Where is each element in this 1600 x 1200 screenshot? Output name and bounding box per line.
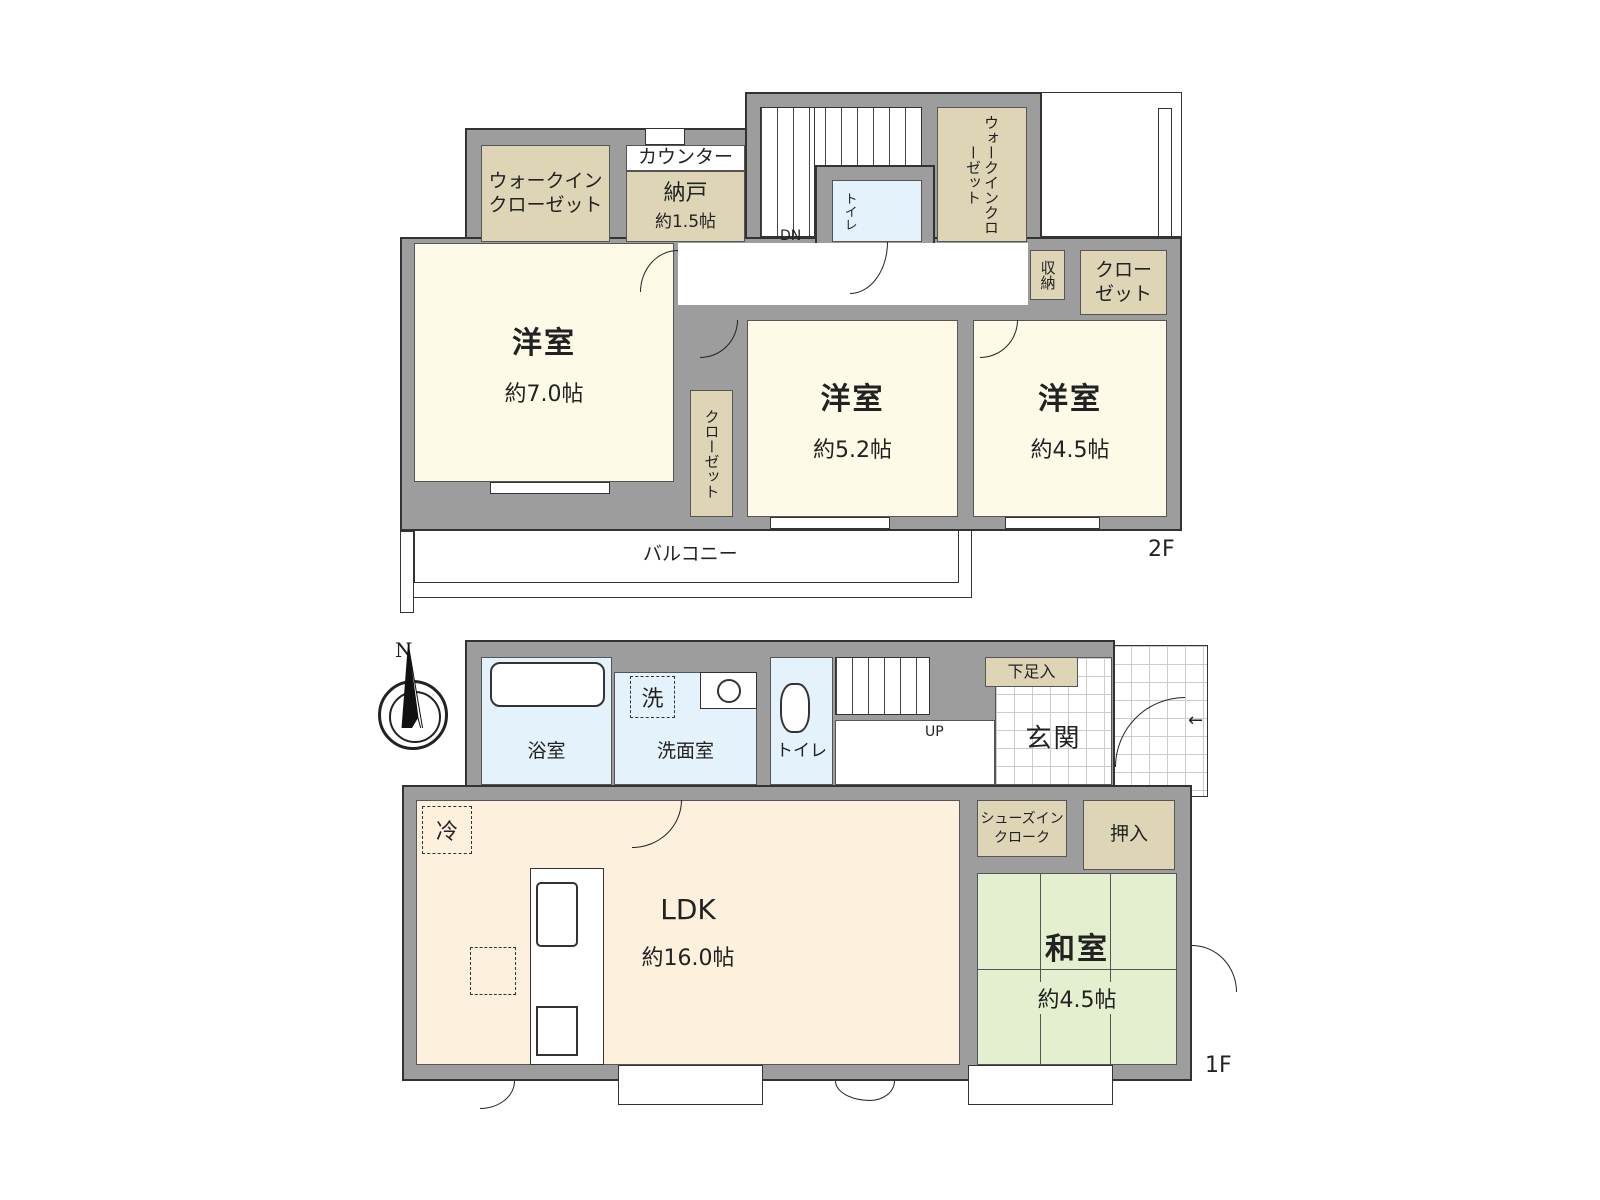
fridge-space: 冷 xyxy=(422,806,472,854)
fridge-label: 冷 xyxy=(435,820,458,845)
porch xyxy=(1112,645,1208,797)
ldk: LDK 約16.0帖 xyxy=(416,800,960,1065)
shoe-box: 下足入 xyxy=(985,657,1078,687)
western-room-45-area: 約4.5帖 xyxy=(1030,437,1110,463)
ldk-name: LDK xyxy=(660,893,716,926)
door-exterior[interactable] xyxy=(870,1081,895,1101)
stairs-up-label: UP xyxy=(925,724,944,740)
washroom-label: 洗面室 xyxy=(656,740,714,763)
western-room-52-area: 約5.2帖 xyxy=(813,437,892,463)
toilet-1f-label: トイレ xyxy=(776,740,827,761)
ldk-area: 約16.0帖 xyxy=(641,946,735,971)
closet-2f-label: クロー ゼット xyxy=(1094,258,1152,305)
entrance-label: 玄関 xyxy=(1025,723,1082,754)
storage-area: 約1.5帖 xyxy=(654,212,717,233)
japanese-room-name: 和室 xyxy=(1045,924,1109,968)
shuno-label: 収納 xyxy=(1038,260,1057,290)
door-washitsu[interactable] xyxy=(1192,945,1237,992)
western-room-45: 洋室 約4.5帖 xyxy=(973,320,1167,517)
shuno: 収納 xyxy=(1030,250,1065,300)
stairs-dn-label: DN xyxy=(780,228,802,244)
stove-icon xyxy=(536,1006,578,1056)
balcony-inner xyxy=(414,531,959,583)
window xyxy=(645,128,685,145)
counter-label: カウンター xyxy=(637,146,733,169)
hallway-2f xyxy=(678,243,1028,305)
window xyxy=(1005,517,1100,529)
washer-label: 洗 xyxy=(641,687,664,712)
window xyxy=(770,517,890,529)
washing-machine-space: 洗 xyxy=(630,676,675,718)
compass-icon xyxy=(378,642,448,750)
western-room-45-name: 洋室 xyxy=(1038,381,1102,417)
closet-vertical: クローゼット xyxy=(690,390,733,517)
staircase-1f xyxy=(835,657,930,715)
toilet-2f: トイレ xyxy=(832,180,922,242)
walk-in-closet-left: ウォークイン クローゼット xyxy=(481,145,610,242)
rail xyxy=(1158,108,1172,237)
compass-needle-icon xyxy=(401,642,424,728)
door-exterior[interactable] xyxy=(480,1081,515,1109)
counter: カウンター xyxy=(626,145,745,171)
oshiire: 押入 xyxy=(1083,800,1175,870)
oshiire-label: 押入 xyxy=(1109,823,1148,846)
window xyxy=(490,482,610,494)
walk-in-closet-right: ウォークインクローゼット xyxy=(937,107,1027,242)
western-room-52: 洋室 約5.2帖 xyxy=(747,320,958,517)
western-room-7-area: 約7.0帖 xyxy=(504,381,584,407)
entry-arrow-icon: ← xyxy=(1188,710,1204,731)
wic-right-label: ウォークインクローゼット xyxy=(964,114,1000,235)
japanese-room-area: 約4.5帖 xyxy=(1037,982,1117,1014)
toilet-2f-label: トイレ xyxy=(841,191,857,231)
storage-room: 納戸 約1.5帖 xyxy=(626,171,745,242)
hallway-1f xyxy=(835,720,995,785)
appliance-space xyxy=(470,947,516,995)
floor-2f-label: 2F xyxy=(1148,537,1175,562)
storage-name: 納戸 xyxy=(663,180,708,206)
sink-icon xyxy=(700,672,757,709)
closet-2f: クロー ゼット xyxy=(1080,250,1167,315)
window-bay xyxy=(618,1065,763,1105)
wic-left-label: ウォークイン クローゼット xyxy=(488,169,603,216)
shoe-in-cloak: シューズイン クローク xyxy=(977,800,1067,857)
shoe-in-cloak-label: シューズイン クローク xyxy=(980,811,1064,846)
floor-1f-label: 1F xyxy=(1205,1053,1232,1078)
shoe-box-label: 下足入 xyxy=(1007,661,1056,681)
staircase-2f-landing xyxy=(760,107,815,237)
japanese-room: 和室 約4.5帖 xyxy=(977,873,1177,1065)
western-room-7: 洋室 約7.0帖 xyxy=(414,243,674,482)
balcony xyxy=(400,531,972,598)
bathroom-label: 浴室 xyxy=(527,740,566,763)
closet-vertical-label: クローゼット xyxy=(702,408,721,499)
bathtub-icon xyxy=(490,662,605,707)
door-exterior[interactable] xyxy=(835,1081,870,1101)
balcony-label: バルコニー xyxy=(643,543,738,565)
toilet-bowl-icon xyxy=(780,683,810,733)
western-room-7-name: 洋室 xyxy=(512,325,576,361)
kitchen-sink-icon xyxy=(536,882,578,947)
window-bay xyxy=(968,1065,1113,1105)
balcony-rail xyxy=(400,531,414,613)
western-room-52-name: 洋室 xyxy=(820,381,885,417)
